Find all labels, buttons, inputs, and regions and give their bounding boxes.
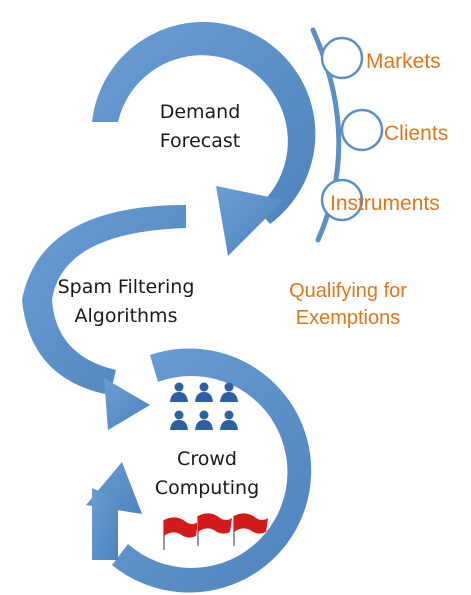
stage-label-demand-line1: Demand	[160, 101, 241, 123]
red-flag-icon	[163, 517, 198, 550]
demand-forecast-arrow	[92, 21, 316, 256]
people-group-icon	[170, 382, 238, 430]
branch-label-instruments: Instruments	[330, 192, 440, 215]
person-icon	[195, 382, 213, 402]
stage-label-crowd-line1: Crowd	[177, 448, 237, 470]
stage-label-spam-line2: Algorithms	[75, 305, 178, 327]
side-note-line1: Qualifying for	[289, 280, 407, 302]
person-icon	[220, 410, 238, 430]
red-flag-icon	[233, 513, 268, 546]
person-icon	[170, 382, 188, 402]
red-flag-icon	[197, 513, 232, 546]
person-icon	[195, 410, 213, 430]
stage-label-demand-line2: Forecast	[160, 130, 240, 152]
stage-label-spam-line1: Spam Filtering	[58, 276, 195, 298]
stage-label-crowd-line2: Computing	[155, 477, 259, 499]
branch-label-markets: Markets	[366, 50, 441, 73]
person-icon	[220, 382, 238, 402]
person-icon	[170, 410, 188, 430]
branch-bubble-clients	[340, 108, 384, 152]
side-note-line2: Exemptions	[296, 307, 401, 329]
branch-bubble-instruments	[320, 178, 364, 222]
crowd-computing-loop	[86, 348, 312, 593]
branch-label-clients: Clients	[384, 122, 448, 145]
branch-bubble-markets	[320, 36, 364, 80]
spam-filtering-arrow	[22, 205, 186, 430]
